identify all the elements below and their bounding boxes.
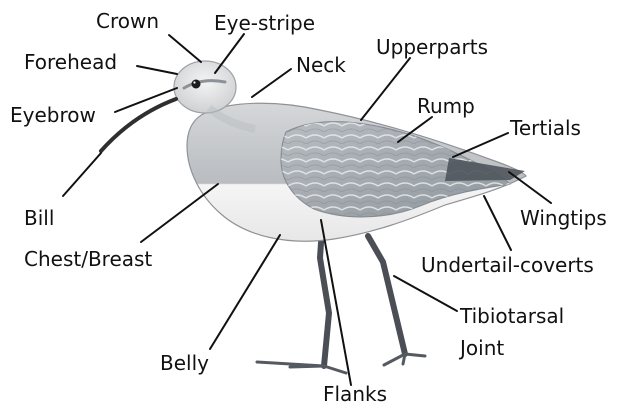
label-chest-breast: Chest/Breast: [24, 247, 152, 271]
label-upperparts: Upperparts: [376, 35, 488, 59]
label-belly: Belly: [160, 351, 209, 375]
label-tibiotarsal-line1: Tibiotarsal: [459, 304, 564, 328]
leader-undertail-coverts: [484, 196, 511, 250]
label-crown: Crown: [96, 9, 159, 33]
leader-tertials: [453, 133, 508, 157]
label-forehead: Forehead: [24, 50, 117, 74]
label-eye-stripe: Eye-stripe: [214, 11, 315, 35]
leader-wingtips: [509, 172, 551, 203]
label-undertail-coverts: Undertail-coverts: [421, 253, 594, 277]
leader-crown: [169, 35, 201, 62]
label-neck: Neck: [296, 53, 346, 77]
leader-bill: [63, 153, 101, 196]
right-leg: [368, 236, 405, 354]
leader-neck: [252, 69, 291, 97]
leader-tibiotarsal-joint: [394, 276, 457, 311]
label-bill: Bill: [24, 206, 54, 230]
leader-upperparts: [361, 58, 410, 120]
leader-eyebrow: [115, 88, 177, 112]
left-leg: [320, 228, 329, 366]
right-foot: [384, 354, 425, 365]
leader-belly: [210, 235, 280, 349]
leader-eye-stripe: [215, 34, 244, 73]
bird-bill: [101, 99, 176, 151]
bird-eye: [192, 80, 201, 89]
label-eyebrow: Eyebrow: [10, 103, 96, 127]
left-foot: [257, 362, 346, 373]
label-rump: Rump: [417, 94, 475, 118]
label-tertials: Tertials: [509, 116, 581, 140]
leader-chest-breast: [141, 184, 218, 242]
label-flanks: Flanks: [323, 382, 387, 406]
leader-forehead: [137, 66, 177, 74]
label-wingtips: Wingtips: [520, 206, 607, 230]
label-tibiotarsal-line2: Joint: [458, 336, 504, 360]
